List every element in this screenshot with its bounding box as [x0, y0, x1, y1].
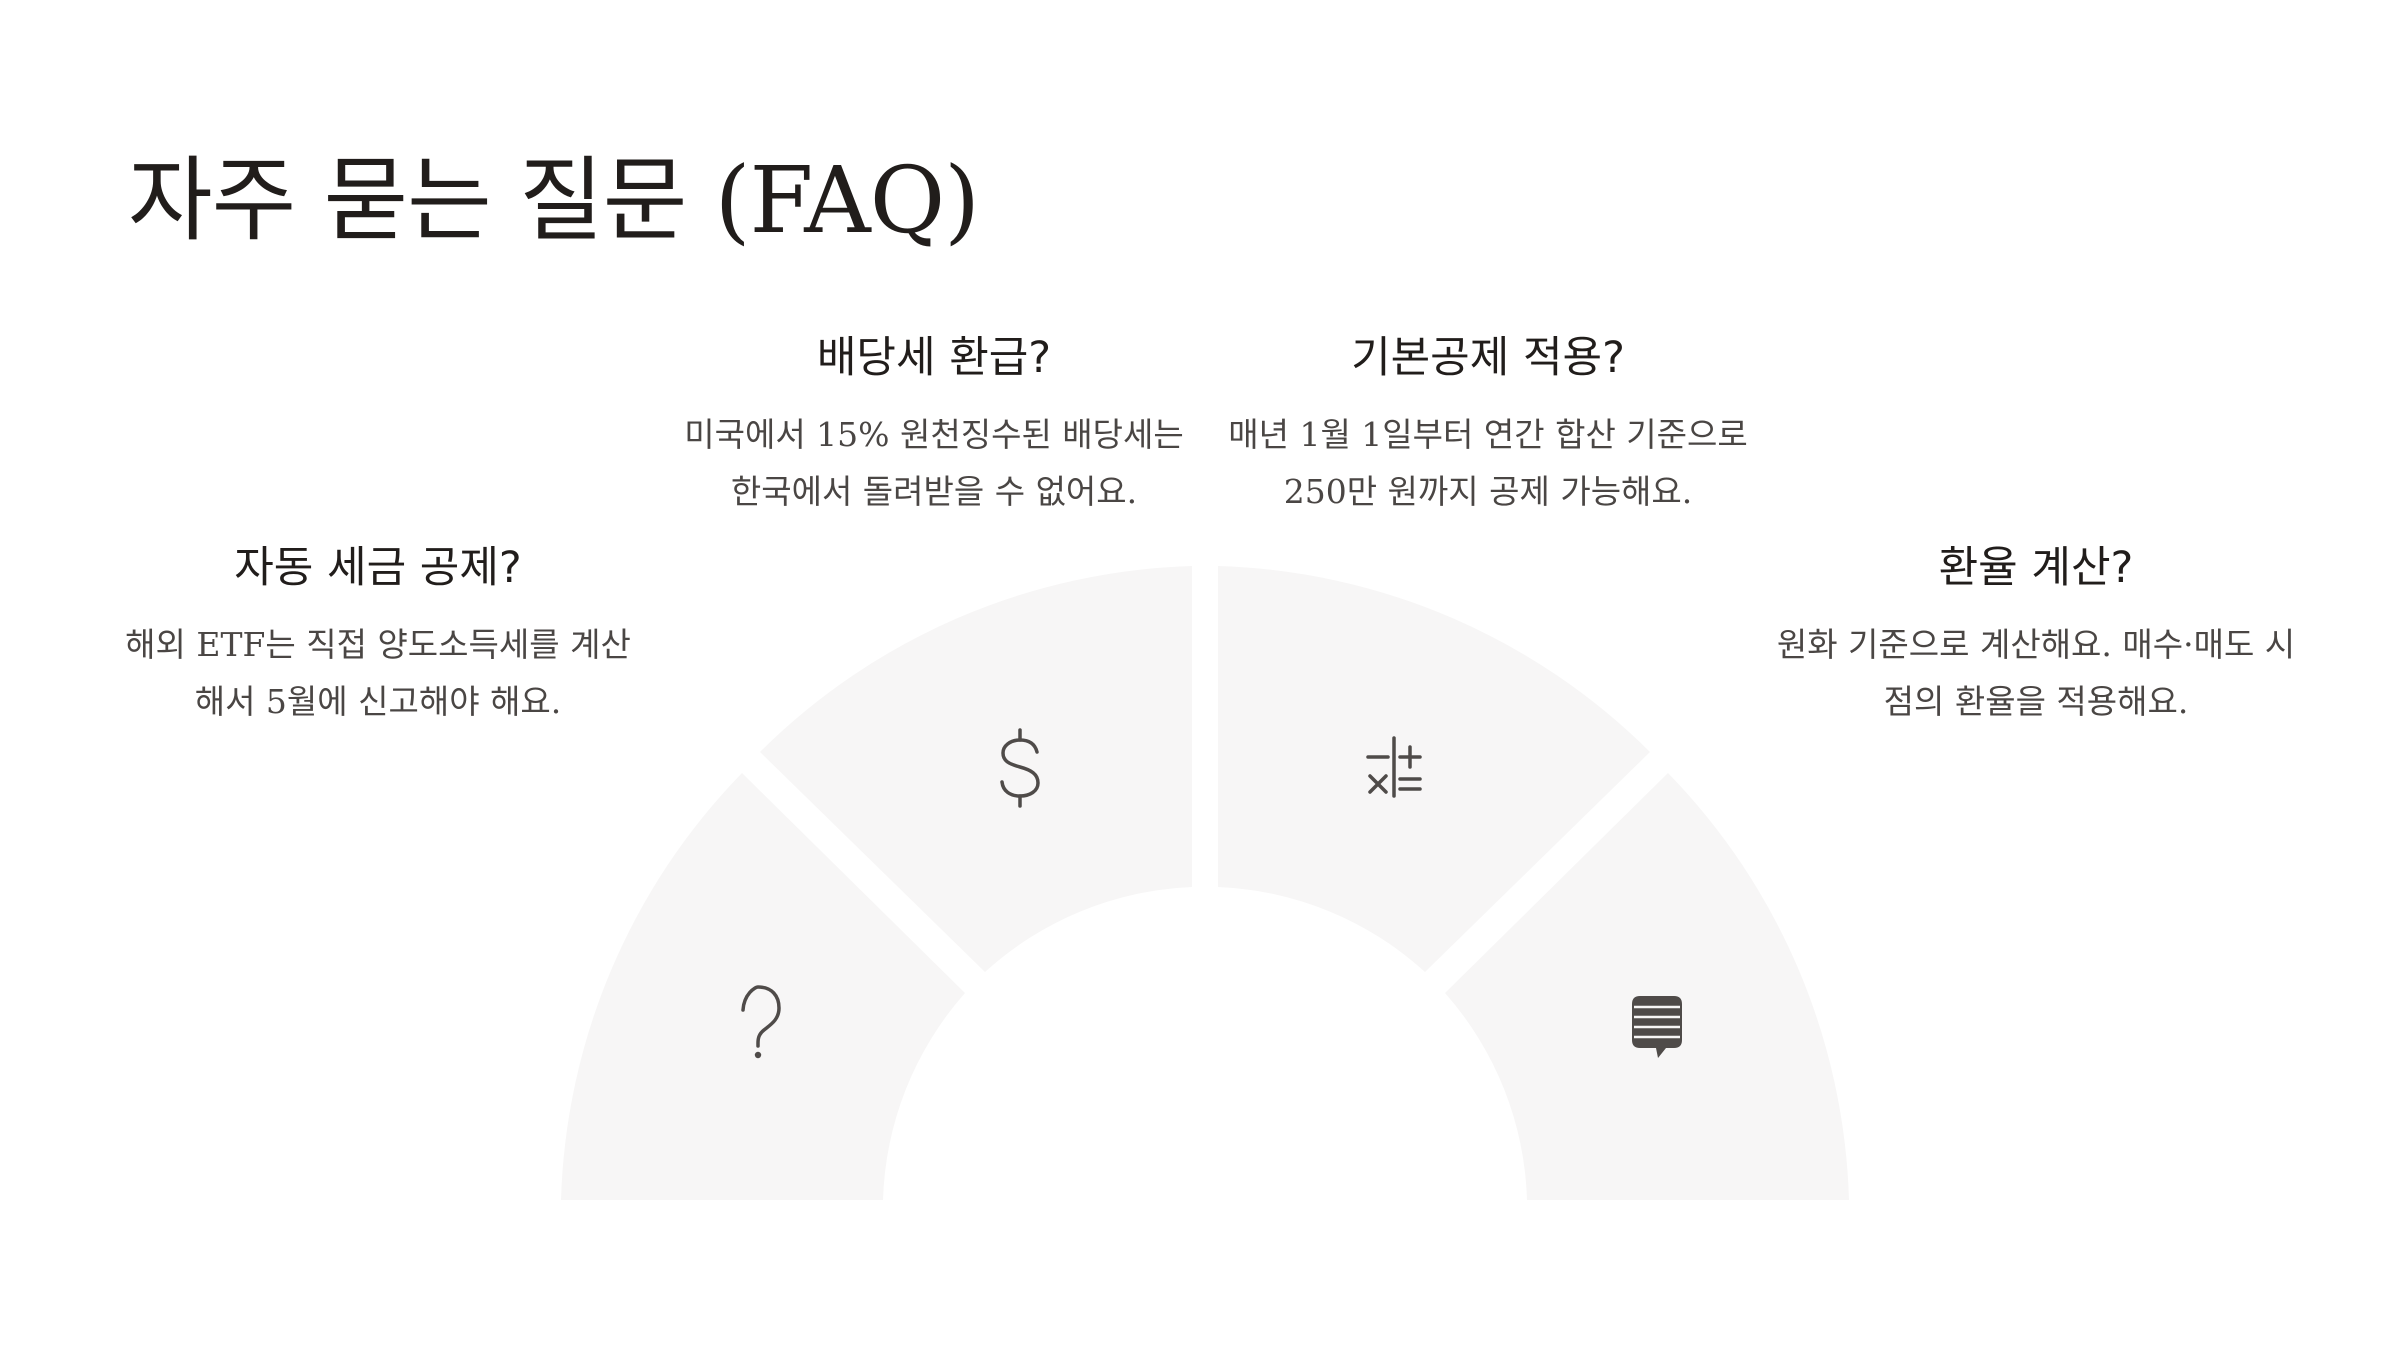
segment-shape — [1218, 566, 1650, 972]
faq-question: 기본공제 적용? — [1351, 333, 1625, 383]
segment-right — [1445, 773, 1849, 1200]
question-mark-icon — [741, 985, 781, 1059]
segment-shape — [760, 566, 1192, 972]
faq-answer: 매년 1월 1일부터 연간 합산 기준으로 250만 원까지 공제 가능해요. — [1228, 414, 1748, 511]
faq-question: 배당세 환급? — [816, 333, 1052, 383]
chat-message-icon — [1632, 996, 1682, 1058]
faq-item-dividend-tax-refund: 배당세 환급? 미국에서 15% 원천징수된 배당세는 한국에서 돌려받을 수 … — [674, 332, 1194, 520]
page-title: 자주 묻는 질문 (FAQ) — [128, 147, 980, 254]
segment-shape — [561, 773, 965, 1200]
faq-answer: 미국에서 15% 원천징수된 배당세는 한국에서 돌려받을 수 없어요. — [684, 414, 1184, 511]
faq-answer: 원화 기준으로 계산해요. 매수·매도 시점의 환율을 적용해요. — [1776, 624, 2296, 721]
dollar-sign-icon — [1000, 728, 1040, 808]
segment-left — [561, 773, 965, 1200]
faq-answer: 해외 ETF는 직접 양도소득세를 계산해서 5월에 신고해야 해요. — [125, 624, 631, 721]
faq-item-basic-deduction: 기본공제 적용? 매년 1월 1일부터 연간 합산 기준으로 250만 원까지 … — [1228, 332, 1748, 520]
segment-upper-right — [1218, 566, 1650, 972]
segment-shape — [1445, 773, 1849, 1200]
calculator-icon — [1366, 736, 1422, 798]
faq-question: 자동 세금 공제? — [234, 543, 522, 593]
faq-item-auto-tax-deduction: 자동 세금 공제? 해외 ETF는 직접 양도소득세를 계산해서 5월에 신고해… — [118, 542, 638, 730]
segment-upper-left — [760, 566, 1192, 972]
faq-question: 환율 계산? — [1938, 543, 2134, 593]
faq-item-exchange-rate: 환율 계산? 원화 기준으로 계산해요. 매수·매도 시점의 환율을 적용해요. — [1776, 542, 2296, 730]
